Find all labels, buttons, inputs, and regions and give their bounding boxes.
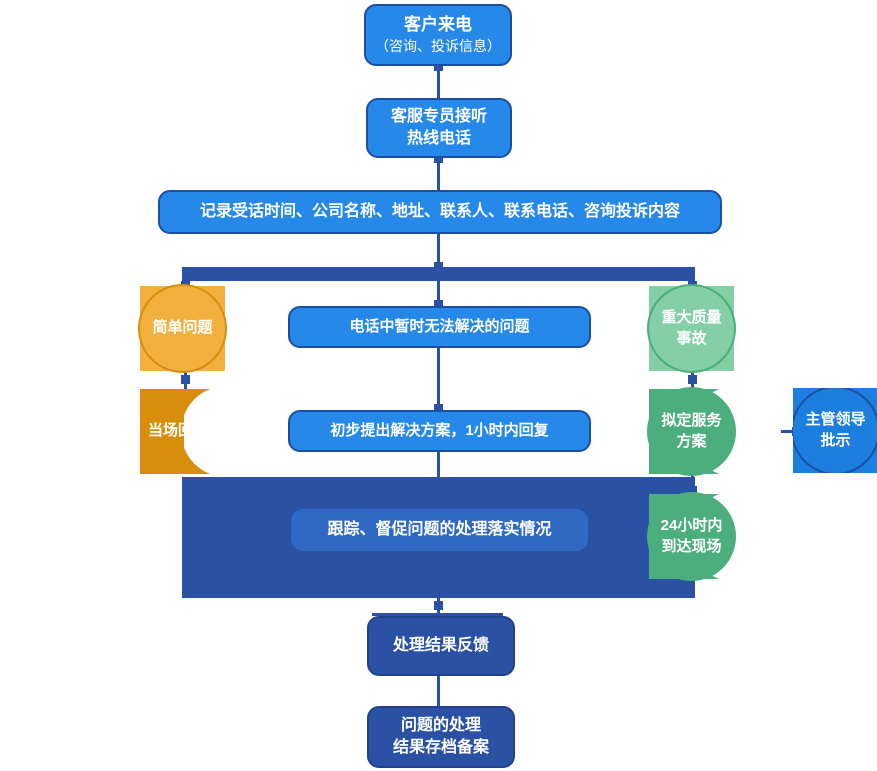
node-archive[interactable]: 问题的处理 结果存档备案	[367, 706, 515, 768]
node-draft-service-plan[interactable]: 拟定服务 方案	[647, 386, 781, 477]
connector-plan-to-panel	[437, 452, 440, 478]
arrive-circle	[647, 492, 736, 581]
node-agent-answer[interactable]: 客服专员接听 热线电话	[366, 98, 512, 158]
onsite-reply-notch	[181, 386, 272, 477]
onsite-reply-fillback	[140, 389, 184, 474]
draft-plan-circle	[647, 387, 736, 476]
node-major-accident-label: 重大质量 事故	[661, 309, 722, 347]
node-result-feedback[interactable]: 处理结果反馈	[367, 616, 515, 676]
connector-knob	[434, 62, 443, 71]
node-onsite-reply-label: 当场回复	[148, 422, 209, 440]
node-unsolved-on-call[interactable]: 电话中暂时无法解决的问题	[288, 306, 591, 348]
connector-knob	[688, 486, 697, 495]
connector-knob	[688, 375, 697, 384]
node-track-supervise[interactable]: 跟踪、督促问题的处理落实情况	[291, 509, 588, 551]
node-simple-issue-label: 简单问题	[152, 319, 213, 337]
simple-issue-ring	[138, 284, 227, 373]
connector-knob	[181, 375, 190, 384]
connector-knob	[434, 262, 443, 271]
connector-agent-to-record	[437, 158, 440, 190]
connector-knob	[434, 404, 443, 413]
node-draft-service-plan-label: 拟定服务 方案	[661, 412, 722, 450]
node-arrive-24h[interactable]: 24小时内 到达现场	[647, 491, 781, 582]
node-call-in-subtitle: （咨询、投诉信息）	[375, 38, 501, 55]
connector-knob	[434, 601, 443, 610]
major-accident-ring	[647, 284, 736, 373]
node-onsite-reply[interactable]: 当场回复	[140, 386, 272, 477]
connector-feedback-spread	[372, 613, 503, 616]
connector-record-to-splitbar	[437, 234, 440, 268]
leader-circle	[793, 388, 877, 473]
connector-feedback-to-archive	[437, 676, 440, 706]
node-major-accident[interactable]: 重大质量 事故	[647, 284, 736, 373]
connector-knob	[434, 154, 443, 163]
node-arrive-24h-label: 24小时内 到达现场	[660, 517, 723, 555]
connector-knob	[434, 300, 443, 309]
node-simple-issue[interactable]: 简单问题	[138, 284, 227, 373]
node-record-info[interactable]: 记录受话时间、公司名称、地址、联系人、联系电话、咨询投诉内容	[158, 190, 722, 234]
connector-callin-to-agent	[437, 66, 440, 98]
node-initial-plan[interactable]: 初步提出解决方案，1小时内回复	[288, 410, 591, 452]
split-bar	[182, 267, 695, 281]
node-call-in-title: 客户来电	[404, 15, 472, 35]
connector-unsolved-to-plan	[437, 348, 440, 410]
connector-splitbar-to-unsolved	[437, 281, 440, 307]
node-call-in[interactable]: 客户来电 （咨询、投诉信息）	[364, 4, 512, 66]
node-leader-instruction[interactable]: 主管领导 批示	[793, 388, 877, 473]
node-leader-instruction-label: 主管领导 批示	[805, 411, 866, 449]
